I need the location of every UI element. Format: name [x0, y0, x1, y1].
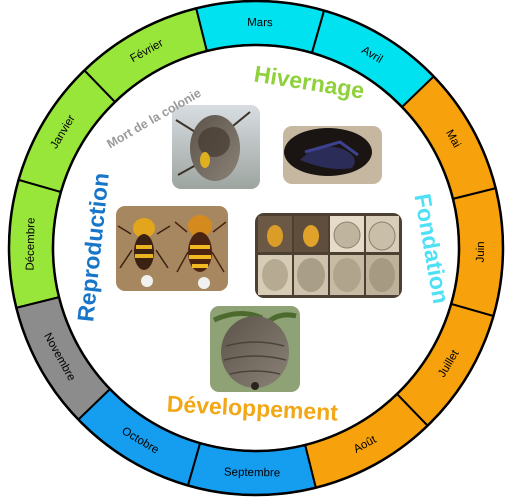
month-label-mars: Mars — [247, 17, 273, 29]
month-label-decembre: Décembre — [25, 217, 38, 270]
photo-secondary-nest — [210, 306, 300, 392]
photo-male-female-hornets — [116, 206, 228, 291]
month-label-juin: Juin — [475, 241, 487, 262]
month-label-septembre: Septembre — [224, 466, 280, 479]
female-hornet-figure — [174, 215, 227, 289]
photo-nest-founding-stages — [255, 213, 402, 298]
photo-hibernating-queen — [283, 126, 382, 184]
male-hornet-figure — [117, 218, 171, 287]
photo-old-nest — [172, 105, 260, 189]
